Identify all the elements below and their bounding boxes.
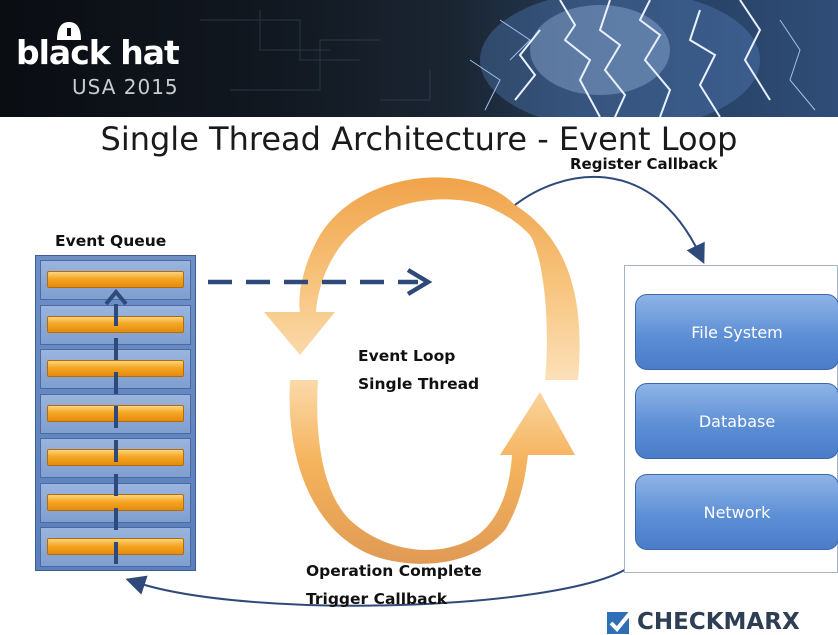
trigger-callback-label: Trigger Callback xyxy=(306,590,448,608)
event-queue xyxy=(35,255,196,571)
banner-lightning-graphic xyxy=(200,0,816,117)
loop-upper-arc xyxy=(264,177,580,380)
network-box: Network xyxy=(635,474,838,550)
company-name: CHECKMARX xyxy=(637,608,800,635)
queue-flow-arrow xyxy=(104,288,128,564)
loop-lower-arc xyxy=(289,380,575,564)
brand-name: black hat xyxy=(16,33,180,72)
blackhat-logo xyxy=(14,18,204,98)
dequeue-arrow-head xyxy=(406,268,433,296)
queue-item-bar xyxy=(47,271,184,288)
checkmarx-logo: CHECKMARX xyxy=(607,608,800,635)
event-queue-title: Event Queue xyxy=(55,232,167,250)
register-callback-arrow xyxy=(514,176,705,265)
operation-complete-label: Operation Complete xyxy=(306,562,482,580)
banner: black hat USA 2015 xyxy=(0,0,838,117)
hat-icon xyxy=(57,22,81,40)
event-loop-label: Event Loop xyxy=(358,347,456,365)
resource-panel: File System Database Network xyxy=(624,265,838,573)
checkmark-icon xyxy=(607,610,633,634)
slide-title: Single Thread Architecture - Event Loop xyxy=(100,120,738,158)
brand-subtitle: USA 2015 xyxy=(72,75,179,99)
register-callback-label: Register Callback xyxy=(570,155,718,173)
file-system-box: File System xyxy=(635,294,838,370)
trigger-callback-arrow xyxy=(125,567,629,607)
database-box: Database xyxy=(635,383,838,459)
single-thread-label: Single Thread xyxy=(358,375,480,393)
